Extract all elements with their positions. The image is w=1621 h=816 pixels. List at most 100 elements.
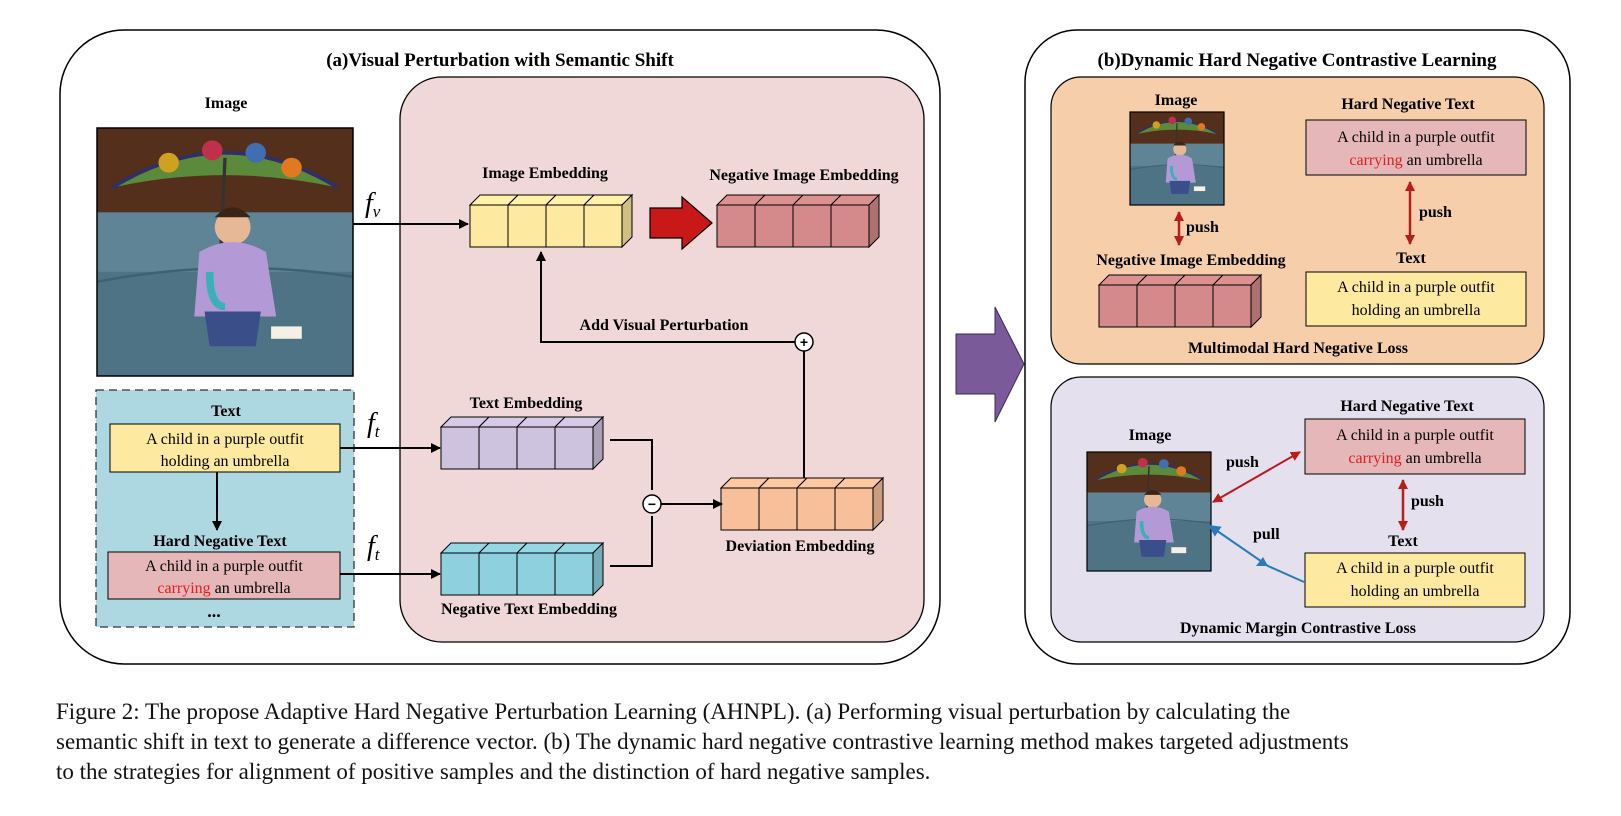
embedding-cell — [583, 204, 623, 248]
embedding-cell — [754, 204, 794, 248]
text-line1-b-bottom: A child in a purple outfit — [1336, 560, 1494, 577]
ft-label-top: ft — [367, 408, 381, 441]
negtext-emb-to-minus — [610, 516, 653, 567]
embedding-cell — [516, 426, 556, 470]
dynamic-margin-loss-label: Dynamic Margin Contrastive Loss — [1180, 620, 1416, 637]
multimodal-loss-label: Multimodal Hard Negative Loss — [1188, 340, 1408, 357]
text-emb-to-minus — [610, 439, 653, 490]
text-embedding-block — [439, 415, 605, 471]
embedding-cell — [440, 426, 480, 470]
embedding-cell — [554, 552, 594, 596]
photo-thumb-top — [1130, 112, 1224, 205]
negative-image-embedding-block — [715, 193, 881, 249]
embedding-cell — [834, 487, 874, 531]
negative-text-embedding-block — [439, 541, 605, 597]
panel-a-title: (a)Visual Perturbation with Semantic Shi… — [326, 50, 674, 71]
ellipsis: ... — [207, 601, 221, 621]
push-label-vert: push — [1411, 493, 1444, 510]
embedding-cell — [720, 487, 760, 531]
caption-line1: Figure 2: The propose Adaptive Hard Nega… — [56, 699, 1291, 724]
text-line2-b-top: holding an umbrella — [1352, 302, 1481, 319]
text-caption-line1: A child in a purple outfit — [146, 431, 304, 448]
embedding-cell — [830, 204, 870, 248]
embedding-cell — [478, 552, 518, 596]
text-box-b-top — [1305, 271, 1527, 327]
embedding-cell — [1098, 284, 1138, 328]
push-label-top-right: push — [1419, 204, 1452, 221]
embedding-side — [592, 541, 604, 597]
hard-negative-label-b-top: Hard Negative Text — [1341, 96, 1475, 113]
hn-box-b-top — [1305, 119, 1527, 176]
text-box-b-bottom — [1304, 552, 1526, 608]
embedding-cell — [516, 552, 556, 596]
embedding-side — [868, 193, 880, 249]
minus-symbol: − — [648, 496, 656, 512]
embedding-side — [621, 193, 633, 249]
hn-line2-b-bottom: carrying an umbrella — [1348, 450, 1481, 467]
hn-line2-a: carrying an umbrella — [157, 580, 290, 597]
text-label-a: Text — [211, 403, 241, 420]
hard-negative-box — [107, 551, 341, 600]
hard-negative-label-a: Hard Negative Text — [153, 533, 287, 550]
hn-line1-b-top: A child in a purple outfit — [1337, 129, 1495, 146]
add-visual-perturbation-label: Add Visual Perturbation — [580, 317, 749, 334]
image-label-b-bottom: Image — [1129, 427, 1172, 444]
hn-line1-a: A child in a purple outfit — [145, 558, 303, 575]
deviation-embedding-block — [719, 476, 885, 532]
text-caption-box — [109, 423, 341, 473]
text-line2-b-bottom: holding an umbrella — [1351, 583, 1480, 600]
red-transform-arrow — [649, 195, 713, 251]
neg-image-emb-label-b: Negative Image Embedding — [1096, 252, 1285, 269]
caption-line2: semantic shift in text to generate a dif… — [56, 729, 1349, 754]
embedding-cell — [554, 426, 594, 470]
embedding-side — [872, 476, 884, 532]
embedding-side — [1250, 273, 1262, 329]
push-label-top-left: push — [1186, 219, 1219, 236]
text-label-b-top: Text — [1396, 250, 1426, 267]
push-arrow-diag — [1212, 451, 1301, 503]
embedding-cell — [1136, 284, 1176, 328]
pull-arrow-mid-head — [1256, 557, 1268, 566]
embedding-cell — [469, 204, 509, 248]
panel-b-title: (b)Dynamic Hard Negative Contrastive Lea… — [1098, 50, 1497, 71]
plus-symbol: + — [800, 334, 808, 350]
embedding-cell — [796, 487, 836, 531]
image-label-a: Image — [205, 95, 248, 112]
embedding-cell — [545, 204, 585, 248]
embedding-cell — [440, 552, 480, 596]
negative-image-embedding-label: Negative Image Embedding — [709, 167, 898, 184]
text-label-b-bottom: Text — [1388, 533, 1418, 550]
image-embedding-block — [468, 193, 634, 249]
hn-line2-b-top: carrying an umbrella — [1349, 152, 1482, 169]
hn-line1-b-bottom: A child in a purple outfit — [1336, 427, 1494, 444]
photo-thumb-bottom — [1087, 452, 1211, 571]
input-photo — [97, 128, 353, 376]
embedding-cell — [758, 487, 798, 531]
text-embedding-label: Text Embedding — [470, 395, 583, 412]
caption-line3: to the strategies for alignment of posit… — [56, 759, 931, 784]
image-embedding-label: Image Embedding — [482, 165, 608, 182]
embedding-side — [592, 415, 604, 471]
plus-to-image-emb-arrow — [536, 251, 795, 343]
negative-image-embedding-block-b — [1097, 273, 1263, 329]
text-caption-line2: holding an umbrella — [161, 453, 290, 470]
figure-caption: Figure 2: The propose Adaptive Hard Nega… — [56, 697, 1568, 787]
embedding-cell — [1174, 284, 1214, 328]
fv-label: fv — [365, 188, 381, 221]
image-label-b-top: Image — [1155, 92, 1198, 109]
deviation-embedding-label: Deviation Embedding — [726, 538, 875, 555]
embedding-cell — [792, 204, 832, 248]
negative-text-embedding-label: Negative Text Embedding — [441, 601, 617, 618]
panel-transition-arrow — [955, 306, 1025, 423]
hard-negative-label-b-bottom: Hard Negative Text — [1340, 398, 1474, 415]
embedding-cell — [507, 204, 547, 248]
embedding-cell — [716, 204, 756, 248]
embedding-cell — [478, 426, 518, 470]
ft-label-bottom: ft — [367, 531, 381, 564]
embedding-cell — [1212, 284, 1252, 328]
pull-label: pull — [1253, 526, 1280, 543]
text-line1-b-top: A child in a purple outfit — [1337, 279, 1495, 296]
hn-box-b-bottom — [1304, 418, 1526, 475]
push-label-diag: push — [1226, 454, 1259, 471]
